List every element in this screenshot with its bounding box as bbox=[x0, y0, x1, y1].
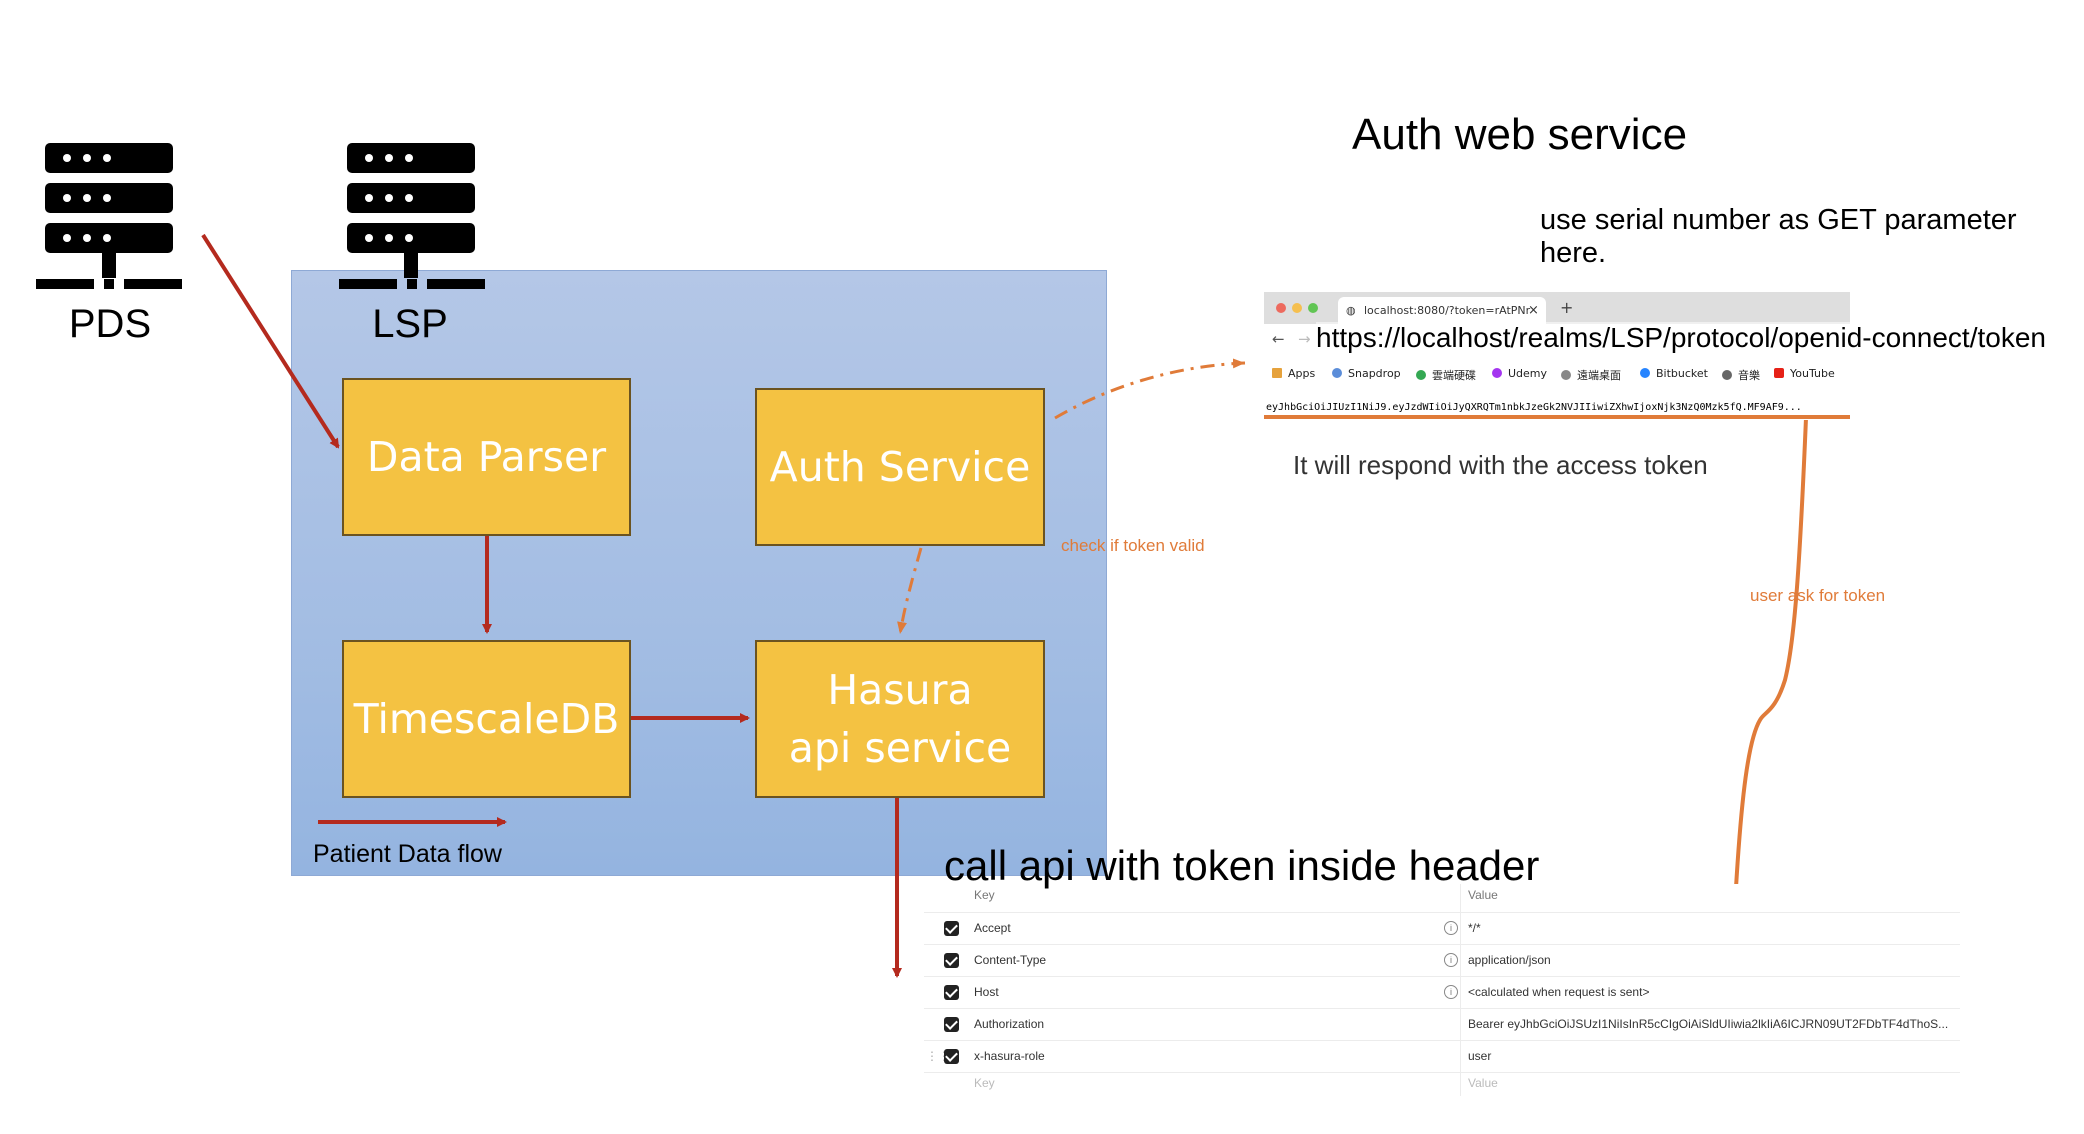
header-key: Authorization bbox=[974, 1017, 1045, 1031]
row-checkbox[interactable] bbox=[944, 985, 959, 1000]
header-key: Host bbox=[974, 985, 999, 999]
table-row[interactable]: Host i <calculated when request is sent> bbox=[924, 976, 1960, 1009]
table-row[interactable]: ⋮⋮ x-hasura-role user bbox=[924, 1040, 1960, 1073]
bookmark-remote-desktop[interactable]: 遠端桌面 bbox=[1561, 367, 1621, 383]
info-icon: i bbox=[1444, 921, 1458, 935]
tab-title: localhost:8080/?token=rAtPNr bbox=[1364, 304, 1531, 317]
table-header-row: Key Value bbox=[924, 884, 1960, 913]
auth-service-label: Auth Service bbox=[769, 443, 1031, 491]
new-header-row[interactable]: Key Value bbox=[924, 1072, 1960, 1096]
url-overlay: https://localhost/realms/LSP/protocol/op… bbox=[1316, 322, 2046, 354]
bookmarks-bar: Apps Snapdrop 雲端硬碟 Udemy 遠端桌面 Bitbucket … bbox=[1264, 364, 1850, 384]
data-parser-label: Data Parser bbox=[366, 433, 607, 481]
bookmark-snapdrop[interactable]: Snapdrop bbox=[1332, 367, 1401, 380]
lsp-label: LSP bbox=[372, 302, 448, 346]
header-key: Content-Type bbox=[974, 953, 1047, 967]
row-checkbox[interactable] bbox=[944, 921, 959, 936]
row-checkbox[interactable] bbox=[944, 953, 959, 968]
table-row[interactable]: Authorization Bearer eyJhbGciOiJSUzI1NiI… bbox=[924, 1008, 1960, 1041]
check-token-annotation: check if token valid bbox=[1061, 536, 1205, 555]
auth-web-title: Auth web service bbox=[1352, 110, 1688, 159]
header-key: x-hasura-role bbox=[974, 1049, 1045, 1063]
auth-service-block: Auth Service bbox=[755, 388, 1045, 546]
hasura-label-line2: api service bbox=[788, 724, 1012, 772]
bookmark-music[interactable]: 音樂 bbox=[1722, 367, 1760, 383]
header-value: */* bbox=[1468, 921, 1481, 935]
header-value: application/json bbox=[1468, 953, 1551, 967]
browser-tab-bar: ◍ localhost:8080/?token=rAtPNr × + bbox=[1264, 292, 1850, 324]
timescaledb-block: TimescaleDB bbox=[342, 640, 631, 798]
browser-window: ◍ localhost:8080/?token=rAtPNr × + ← → A… bbox=[1264, 292, 1850, 420]
back-arrow-icon[interactable]: ← bbox=[1272, 330, 1285, 348]
table-row[interactable]: Content-Type i application/json bbox=[924, 944, 1960, 977]
bookmark-youtube[interactable]: YouTube bbox=[1774, 367, 1835, 380]
row-checkbox[interactable] bbox=[944, 1017, 959, 1032]
table-row[interactable]: Accept i */* bbox=[924, 912, 1960, 945]
header-value: Bearer eyJhbGciOiJSUzI1NiIsInR5cCIgOiAiS… bbox=[1468, 1017, 1949, 1031]
timescaledb-label: TimescaleDB bbox=[353, 695, 620, 743]
patient-data-flow-legend: Patient Data flow bbox=[313, 840, 502, 868]
close-window-icon[interactable] bbox=[1276, 303, 1286, 313]
user-ask-token-annotation: user ask for token bbox=[1750, 586, 1886, 605]
pds-label: PDS bbox=[68, 302, 152, 346]
header-value: user bbox=[1468, 1049, 1492, 1063]
maximize-window-icon[interactable] bbox=[1308, 303, 1318, 313]
call-api-annotation: call api with token inside header bbox=[944, 842, 1540, 889]
forward-arrow-icon[interactable]: → bbox=[1298, 330, 1311, 348]
header-key: Accept bbox=[974, 921, 1011, 935]
new-tab-icon[interactable]: + bbox=[1560, 298, 1574, 317]
request-headers-table: Key Value Accept i */* Content-Type i ap… bbox=[924, 884, 1960, 1096]
minimize-window-icon[interactable] bbox=[1292, 303, 1302, 313]
tab-close-icon[interactable]: × bbox=[1528, 303, 1539, 318]
token-underline bbox=[1264, 415, 1850, 419]
info-icon: i bbox=[1444, 953, 1458, 967]
hasura-block: Hasura api service bbox=[755, 640, 1045, 798]
info-icon: i bbox=[1444, 985, 1458, 999]
globe-icon: ◍ bbox=[1346, 304, 1356, 317]
new-value-placeholder[interactable]: Value bbox=[1468, 1076, 1498, 1090]
bookmark-udemy[interactable]: Udemy bbox=[1492, 367, 1547, 380]
new-key-placeholder[interactable]: Key bbox=[974, 1076, 995, 1090]
bookmark-apps[interactable]: Apps bbox=[1272, 367, 1315, 380]
hasura-label-line1: Hasura bbox=[827, 666, 973, 714]
respond-note: It will respond with the access token bbox=[1293, 450, 1708, 480]
browser-token-text: eyJhbGciOiJIUzI1NiJ9.eyJzdWIiOiJyQXRQTm1… bbox=[1266, 402, 1802, 413]
value-column-header: Value bbox=[1468, 888, 1498, 902]
data-parser-block: Data Parser bbox=[342, 378, 631, 536]
row-checkbox[interactable] bbox=[944, 1049, 959, 1064]
browser-tab[interactable]: ◍ localhost:8080/?token=rAtPNr × bbox=[1338, 297, 1546, 324]
auth-web-subtitle: use serial number as GET parameter here. bbox=[1540, 204, 2017, 269]
key-column-header: Key bbox=[974, 888, 995, 902]
header-value: <calculated when request is sent> bbox=[1468, 985, 1650, 999]
bookmark-drive[interactable]: 雲端硬碟 bbox=[1416, 367, 1476, 383]
bookmark-bitbucket[interactable]: Bitbucket bbox=[1640, 367, 1708, 380]
